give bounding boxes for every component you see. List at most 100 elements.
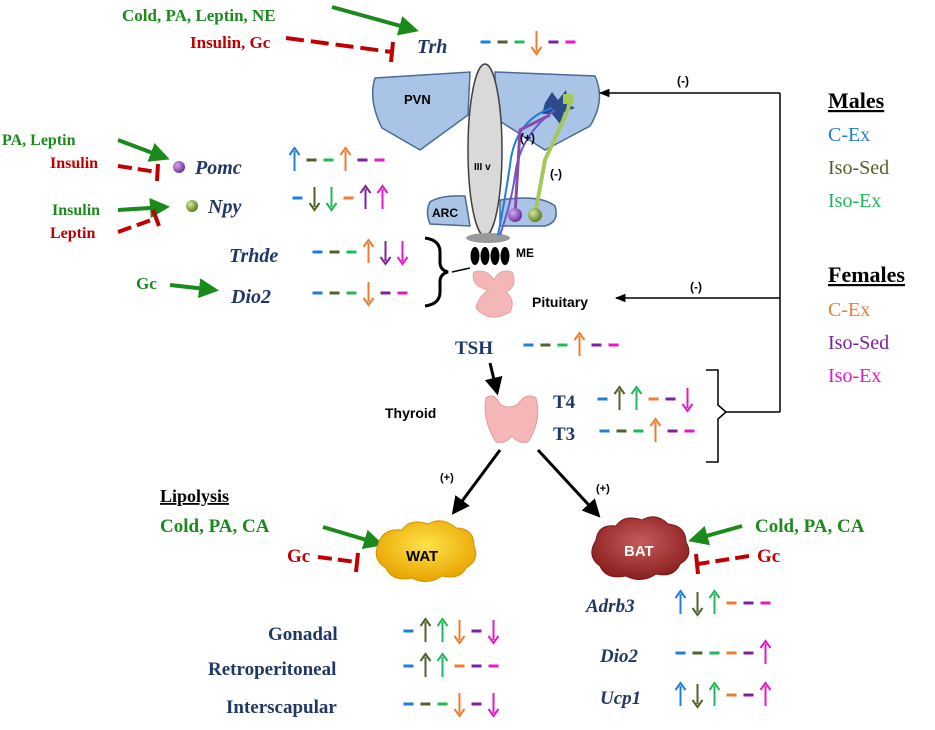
- npy-pattern: [292, 184, 389, 212]
- pituitary-label: Pituitary: [532, 294, 588, 310]
- bat-stimulators: Cold, PA, CA: [755, 516, 865, 537]
- npy-pattern-male-iso-sed-down: [308, 187, 321, 212]
- interscapular-pattern-female-iso-ex-down: [487, 693, 500, 718]
- trh-inhib-bar: [389, 41, 395, 63]
- t3-label: T3: [553, 424, 575, 445]
- adrb3-pattern-male-iso-sed-down: [691, 592, 704, 617]
- npy-inhib-line: [117, 216, 158, 234]
- pomc-pattern-male-c-ex-up: [288, 146, 301, 171]
- pomc-projection: [513, 113, 551, 216]
- ucp1-pattern: [674, 681, 772, 709]
- t3-pattern-female-c-ex-up: [649, 417, 662, 442]
- pvn-label: PVN: [404, 92, 431, 107]
- t4-label: T4: [553, 392, 576, 413]
- gonadal-pattern-male-iso-ex-up: [436, 617, 449, 642]
- tsh-pattern: [523, 331, 619, 356]
- npy-gene-label: Npy: [207, 196, 241, 218]
- pomc-stimulators: PA, Leptin: [2, 132, 76, 149]
- trh-axon-violet: [499, 109, 556, 236]
- dio2-bat-label: Dio2: [599, 646, 639, 667]
- arc-right: [499, 197, 557, 227]
- npy-projection: [533, 99, 572, 216]
- median-eminence-base: [466, 233, 510, 243]
- third-ventricle: [467, 63, 503, 237]
- thyroid-label: Thyroid: [385, 405, 436, 421]
- pomc-plus-label: (+): [520, 131, 535, 145]
- dio2-bat-pattern: [675, 639, 772, 664]
- pvn-left: [371, 71, 471, 151]
- pituitary-gland: [472, 270, 515, 318]
- thyroid-block: Thyroid T4 T3: [385, 369, 728, 463]
- t3-pattern: [599, 417, 695, 442]
- legend-males-iso-ex: Iso-Ex: [828, 190, 881, 212]
- pomc-cell: [508, 208, 522, 222]
- trh-pattern-female-c-ex-down: [530, 31, 543, 56]
- pituitary-block: Pituitary TSH: [455, 270, 619, 396]
- wat-label: WAT: [406, 548, 438, 565]
- legend: Males C-Ex Iso-Sed Iso-Ex Females C-Ex I…: [828, 88, 905, 387]
- t4-pattern: [597, 385, 694, 413]
- trh-regulation: Cold, PA, Leptin, NE Insulin, Gc Trh: [122, 5, 576, 63]
- legend-males-title: Males: [828, 88, 885, 113]
- arcuate-regulation: PA, Leptin Insulin Pomc Insulin Leptin N…: [2, 132, 389, 242]
- t4-pattern-male-iso-ex-up: [630, 385, 643, 410]
- gonadal-pattern-male-iso-sed-up: [419, 617, 432, 642]
- npy-pattern-male-iso-ex-down: [325, 187, 338, 212]
- ucp1-pattern-male-c-ex-up: [674, 681, 687, 706]
- me-link: [451, 267, 471, 273]
- arc-left: [426, 195, 471, 227]
- bat-block: BAT Cold, PA, CA Gc Adrb3 Dio2 Ucp1: [585, 516, 865, 709]
- pomc-dot: [173, 161, 185, 173]
- legend-females-iso-sed: Iso-Sed: [828, 332, 889, 354]
- dio2-hypothalamic-pattern: [312, 282, 408, 307]
- adrb3-pattern: [674, 589, 771, 617]
- npy-dot: [186, 200, 198, 212]
- trh-stim-arrow: [331, 5, 419, 36]
- trh-axon-blue: [497, 107, 553, 236]
- thyroid-to-bat-arrow: [536, 448, 601, 518]
- bat-inhibitors: Gc: [757, 546, 780, 567]
- thyroid-hormone-bracket: [706, 369, 728, 463]
- ucp1-pattern-male-iso-ex-up: [708, 681, 721, 706]
- npy-inhibitors: Leptin: [50, 225, 95, 242]
- pomc-pattern: [288, 146, 385, 171]
- trhde-pattern-female-iso-sed-down: [379, 241, 392, 266]
- pomc-inhib-line: [117, 164, 158, 174]
- interscapular-pattern-female-c-ex-down: [453, 693, 466, 718]
- wat-stimulators: Cold, PA, CA: [160, 516, 270, 537]
- wat-stim-arrow: [322, 525, 384, 550]
- pomc-gene-label: Pomc: [194, 157, 242, 179]
- interscapular-pattern: [403, 693, 500, 718]
- retroperitoneal-label: Retroperitoneal: [208, 659, 336, 680]
- dio2-hypothalamic-label: Dio2: [230, 286, 271, 308]
- retroperitoneal-pattern-male-iso-sed-up: [419, 652, 432, 677]
- wat-plus-label: (+): [440, 472, 454, 484]
- npy-inhib-bar: [151, 209, 161, 227]
- wat-inhib-bar: [354, 552, 360, 573]
- bat-label: BAT: [624, 543, 654, 560]
- ucp1-pattern-female-iso-ex-up: [759, 681, 772, 706]
- me-genes-brace: [424, 236, 449, 308]
- me-label: ME: [516, 246, 534, 260]
- wat-inhibitors: Gc: [287, 546, 310, 567]
- bat-inhib-line: [697, 554, 750, 566]
- npy-cell: [528, 208, 542, 222]
- adrb3-label: Adrb3: [585, 596, 635, 617]
- trhde-pattern-female-c-ex-up: [362, 238, 375, 263]
- trh-pattern: [480, 31, 576, 56]
- wat-icon: [375, 520, 477, 582]
- legend-males-c-ex: C-Ex: [828, 124, 870, 146]
- wat-block: Lipolysis Cold, PA, CA Gc WAT Gonadal Re…: [160, 486, 500, 718]
- legend-females-title: Females: [828, 262, 905, 287]
- t4-pattern-female-iso-ex-down: [681, 388, 694, 413]
- t4-pattern-male-iso-sed-up: [613, 385, 626, 410]
- bat-stim-arrow: [688, 524, 743, 546]
- third-ventricle-label: III v: [474, 162, 491, 173]
- dio2-bat-pattern-female-iso-ex-up: [759, 639, 772, 664]
- legend-males-iso-sed: Iso-Sed: [828, 157, 889, 179]
- gonadal-label: Gonadal: [268, 624, 338, 645]
- pomc-inhibitors: Insulin: [50, 155, 98, 172]
- thyroid-to-wat-arrow: [451, 449, 502, 515]
- bat-inhib-bar: [694, 553, 700, 575]
- pomc-stim-arrow: [117, 138, 170, 162]
